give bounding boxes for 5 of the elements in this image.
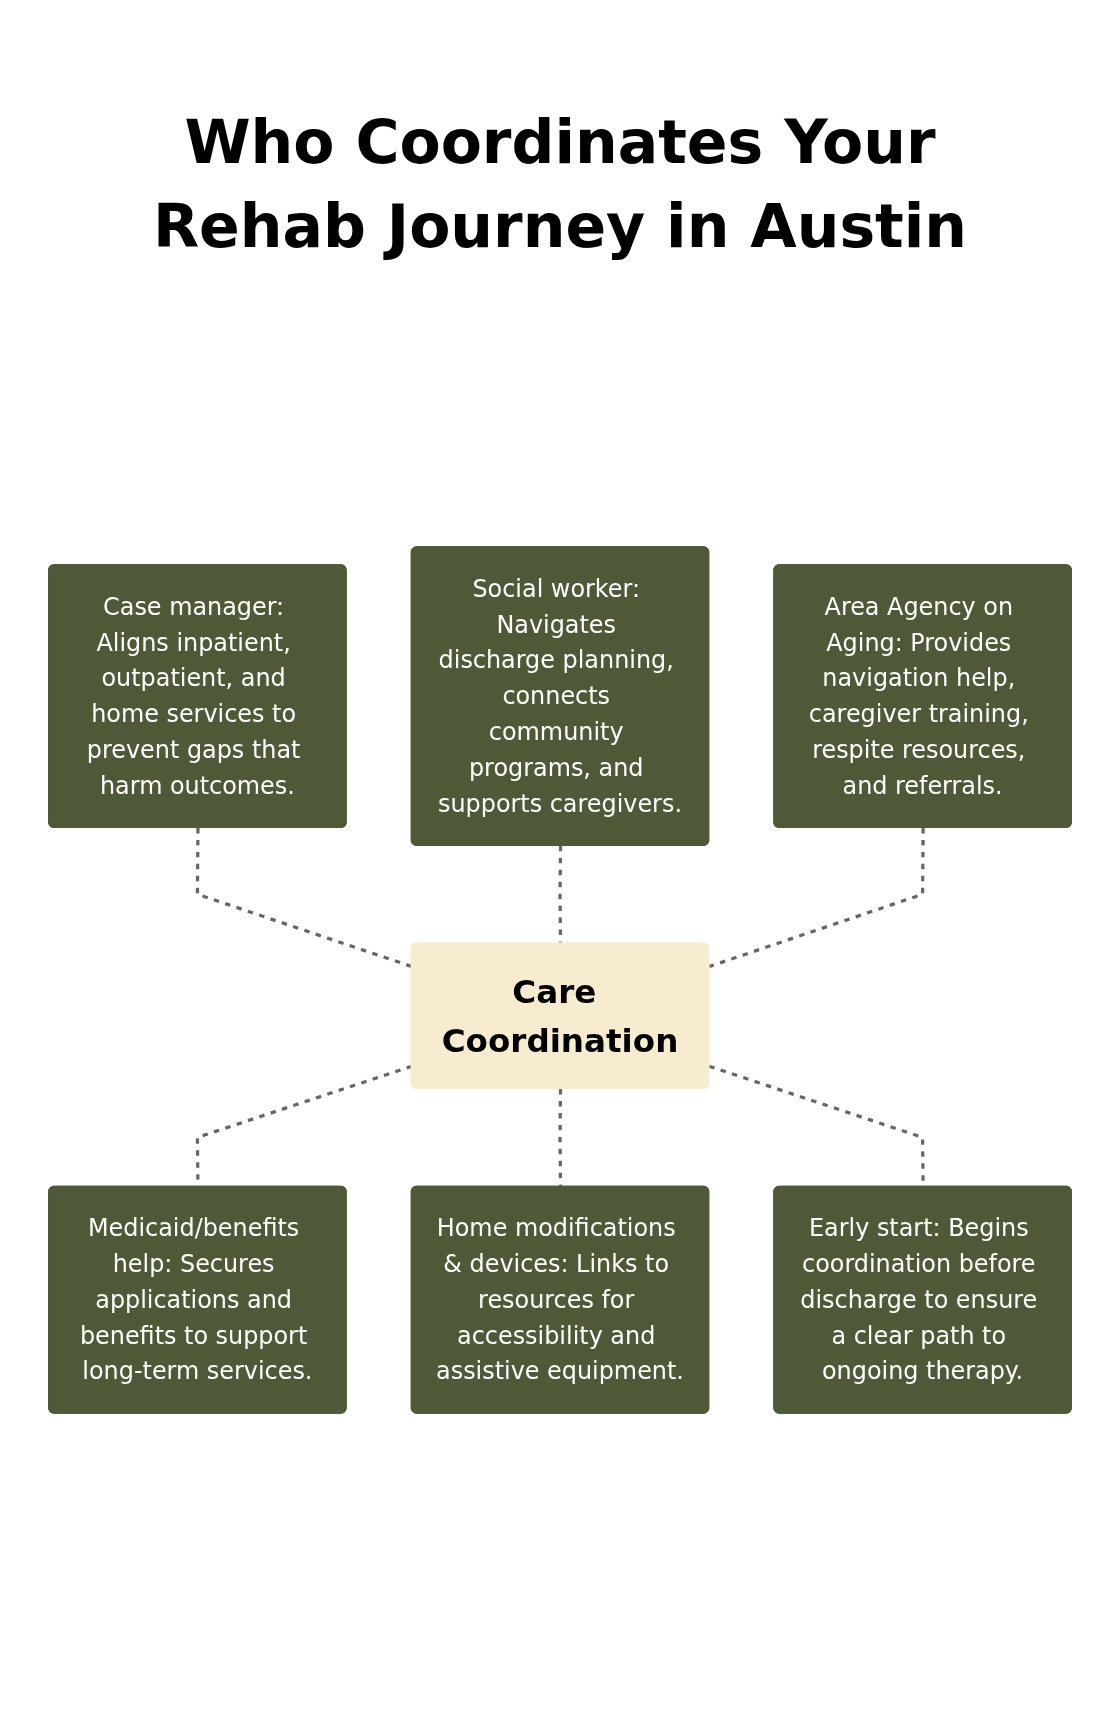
connector xyxy=(558,1089,563,1187)
diagram: Case manager: Aligns inpatient, outpatient, and home services to prevent gaps that harm outcomes. Social worker: Navigates discharge planning, connects community programs, and supports caregivers. Area Agency on Aging: Provides navigation help, caregiver training, respite resources, and referrals. Care Coordination Medicaid/benefits help: Secures applications and benefits to support long-term services. Home modifications & devices: Links to resources for accessibility and assistive equipment. Early start: Begins coordination before discharge to ensure a clear path to ongoing therapy. xyxy=(40,330,1080,1630)
title: Who Coordinates Your Rehab Journey in Austin xyxy=(151,106,969,263)
connector xyxy=(708,828,925,969)
connector xyxy=(558,845,563,944)
